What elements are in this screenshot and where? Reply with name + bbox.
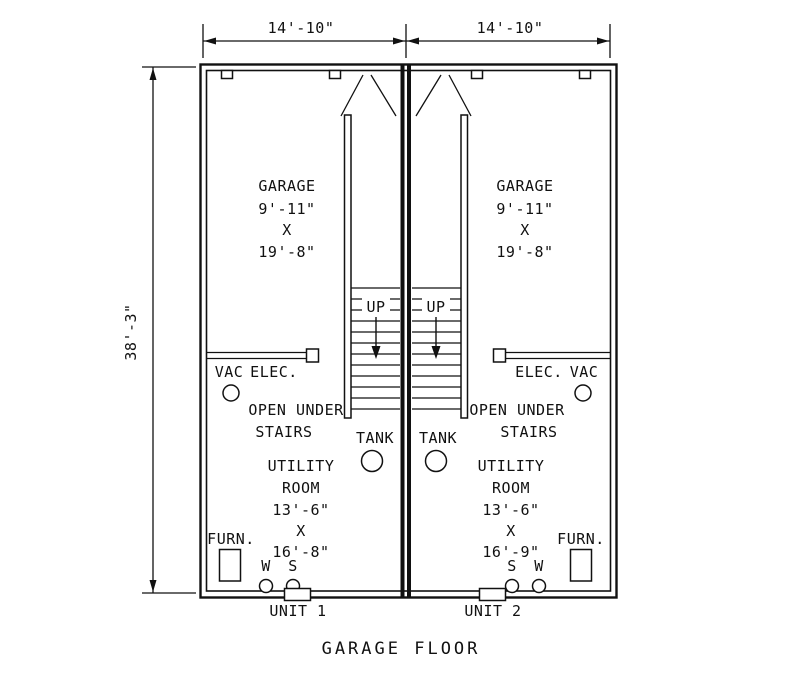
utility-label1-unit2: UTILITY [478,457,545,475]
vac-outlet-unit1 [222,384,240,402]
utility-length-unit1: 16'-8" [272,543,329,561]
tank-unit2 [424,449,448,473]
garage-width-unit2: 9'-11" [496,200,553,218]
utility-x-unit1: X [296,522,306,540]
garage-label-unit2: GARAGE [496,177,553,195]
stairs-up-unit1: UP [362,296,390,359]
furn-label-unit2: FURN. [557,530,605,548]
garage-x-unit1: X [282,221,292,239]
party-wall [400,64,411,598]
utility-label1-unit1: UTILITY [268,457,335,475]
garage-x-unit2: X [520,221,530,239]
furnace-unit1 [218,548,242,582]
utility-length-unit2: 16'-9" [482,543,539,561]
tank-label-unit2: TANK [419,429,457,447]
softener-label-unit2: S [507,557,517,575]
up-label-unit2: UP [426,298,445,316]
softener-unit2 [504,578,520,594]
open-under-line2-unit1: STAIRS [255,423,312,441]
washer-label-unit1: W [261,557,271,575]
up-label-unit1: UP [366,298,385,316]
divider-wall-unit1 [206,348,320,363]
furnace-unit2 [569,548,593,582]
washer-unit2 [531,578,547,594]
utility-x-unit2: X [506,522,516,540]
open-under-line1-unit2: OPEN UNDER [469,401,565,419]
drawing-title: GARAGE FLOOR [322,639,481,659]
garage-door-jambs [220,69,592,80]
utility-label2-unit2: ROOM [492,479,530,497]
unit2-name: UNIT 2 [464,602,521,620]
washer-label-unit2: W [534,557,544,575]
tank-unit1 [360,449,384,473]
vac-outlet-unit2 [574,384,592,402]
vac-label-unit2: VAC [570,363,599,381]
utility-label2-unit1: ROOM [282,479,320,497]
open-under-line2-unit2: STAIRS [500,423,557,441]
open-under-line1-unit1: OPEN UNDER [248,401,344,419]
garage-width-unit1: 9'-11" [258,200,315,218]
up-arrow-unit1 [371,346,381,359]
garage-label-unit1: GARAGE [258,177,315,195]
garage-length-unit2: 19'-8" [496,243,553,261]
door-threshold-unit1 [283,587,312,602]
utility-width-unit1: 13'-6" [272,501,329,519]
garage-text-unit1: GARAGE 9'-11" X 19'-8" [258,177,315,261]
door-threshold-unit2 [478,587,507,602]
stair-walls [343,114,469,419]
utility-text-unit2: UTILITY ROOM 13'-6" X 16'-9" [478,457,545,561]
up-arrow-unit2 [431,346,441,359]
garage-text-unit2: GARAGE 9'-11" X 19'-8" [496,177,553,261]
garage-length-unit1: 19'-8" [258,243,315,261]
dimension-lines [142,24,611,594]
unit1-name: UNIT 1 [269,602,326,620]
vac-label-unit1: VAC [215,363,244,381]
utility-width-unit2: 13'-6" [482,501,539,519]
softener-label-unit1: S [288,557,298,575]
utility-text-unit1: UTILITY ROOM 13'-6" X 16'-8" [268,457,335,561]
divider-wall-unit2 [492,348,611,363]
washer-unit1 [258,578,274,594]
elec-label-unit2: ELEC. [515,363,563,381]
entry-door-swings [340,74,472,117]
dim-width-unit1: 14'-10" [268,19,335,37]
stairs-up-unit2: UP [422,296,450,359]
elec-label-unit1: ELEC. [250,363,298,381]
furn-label-unit1: FURN. [207,530,255,548]
dim-width-unit2: 14'-10" [477,19,544,37]
dim-height: 38'-3" [122,303,140,360]
tank-label-unit1: TANK [356,429,394,447]
